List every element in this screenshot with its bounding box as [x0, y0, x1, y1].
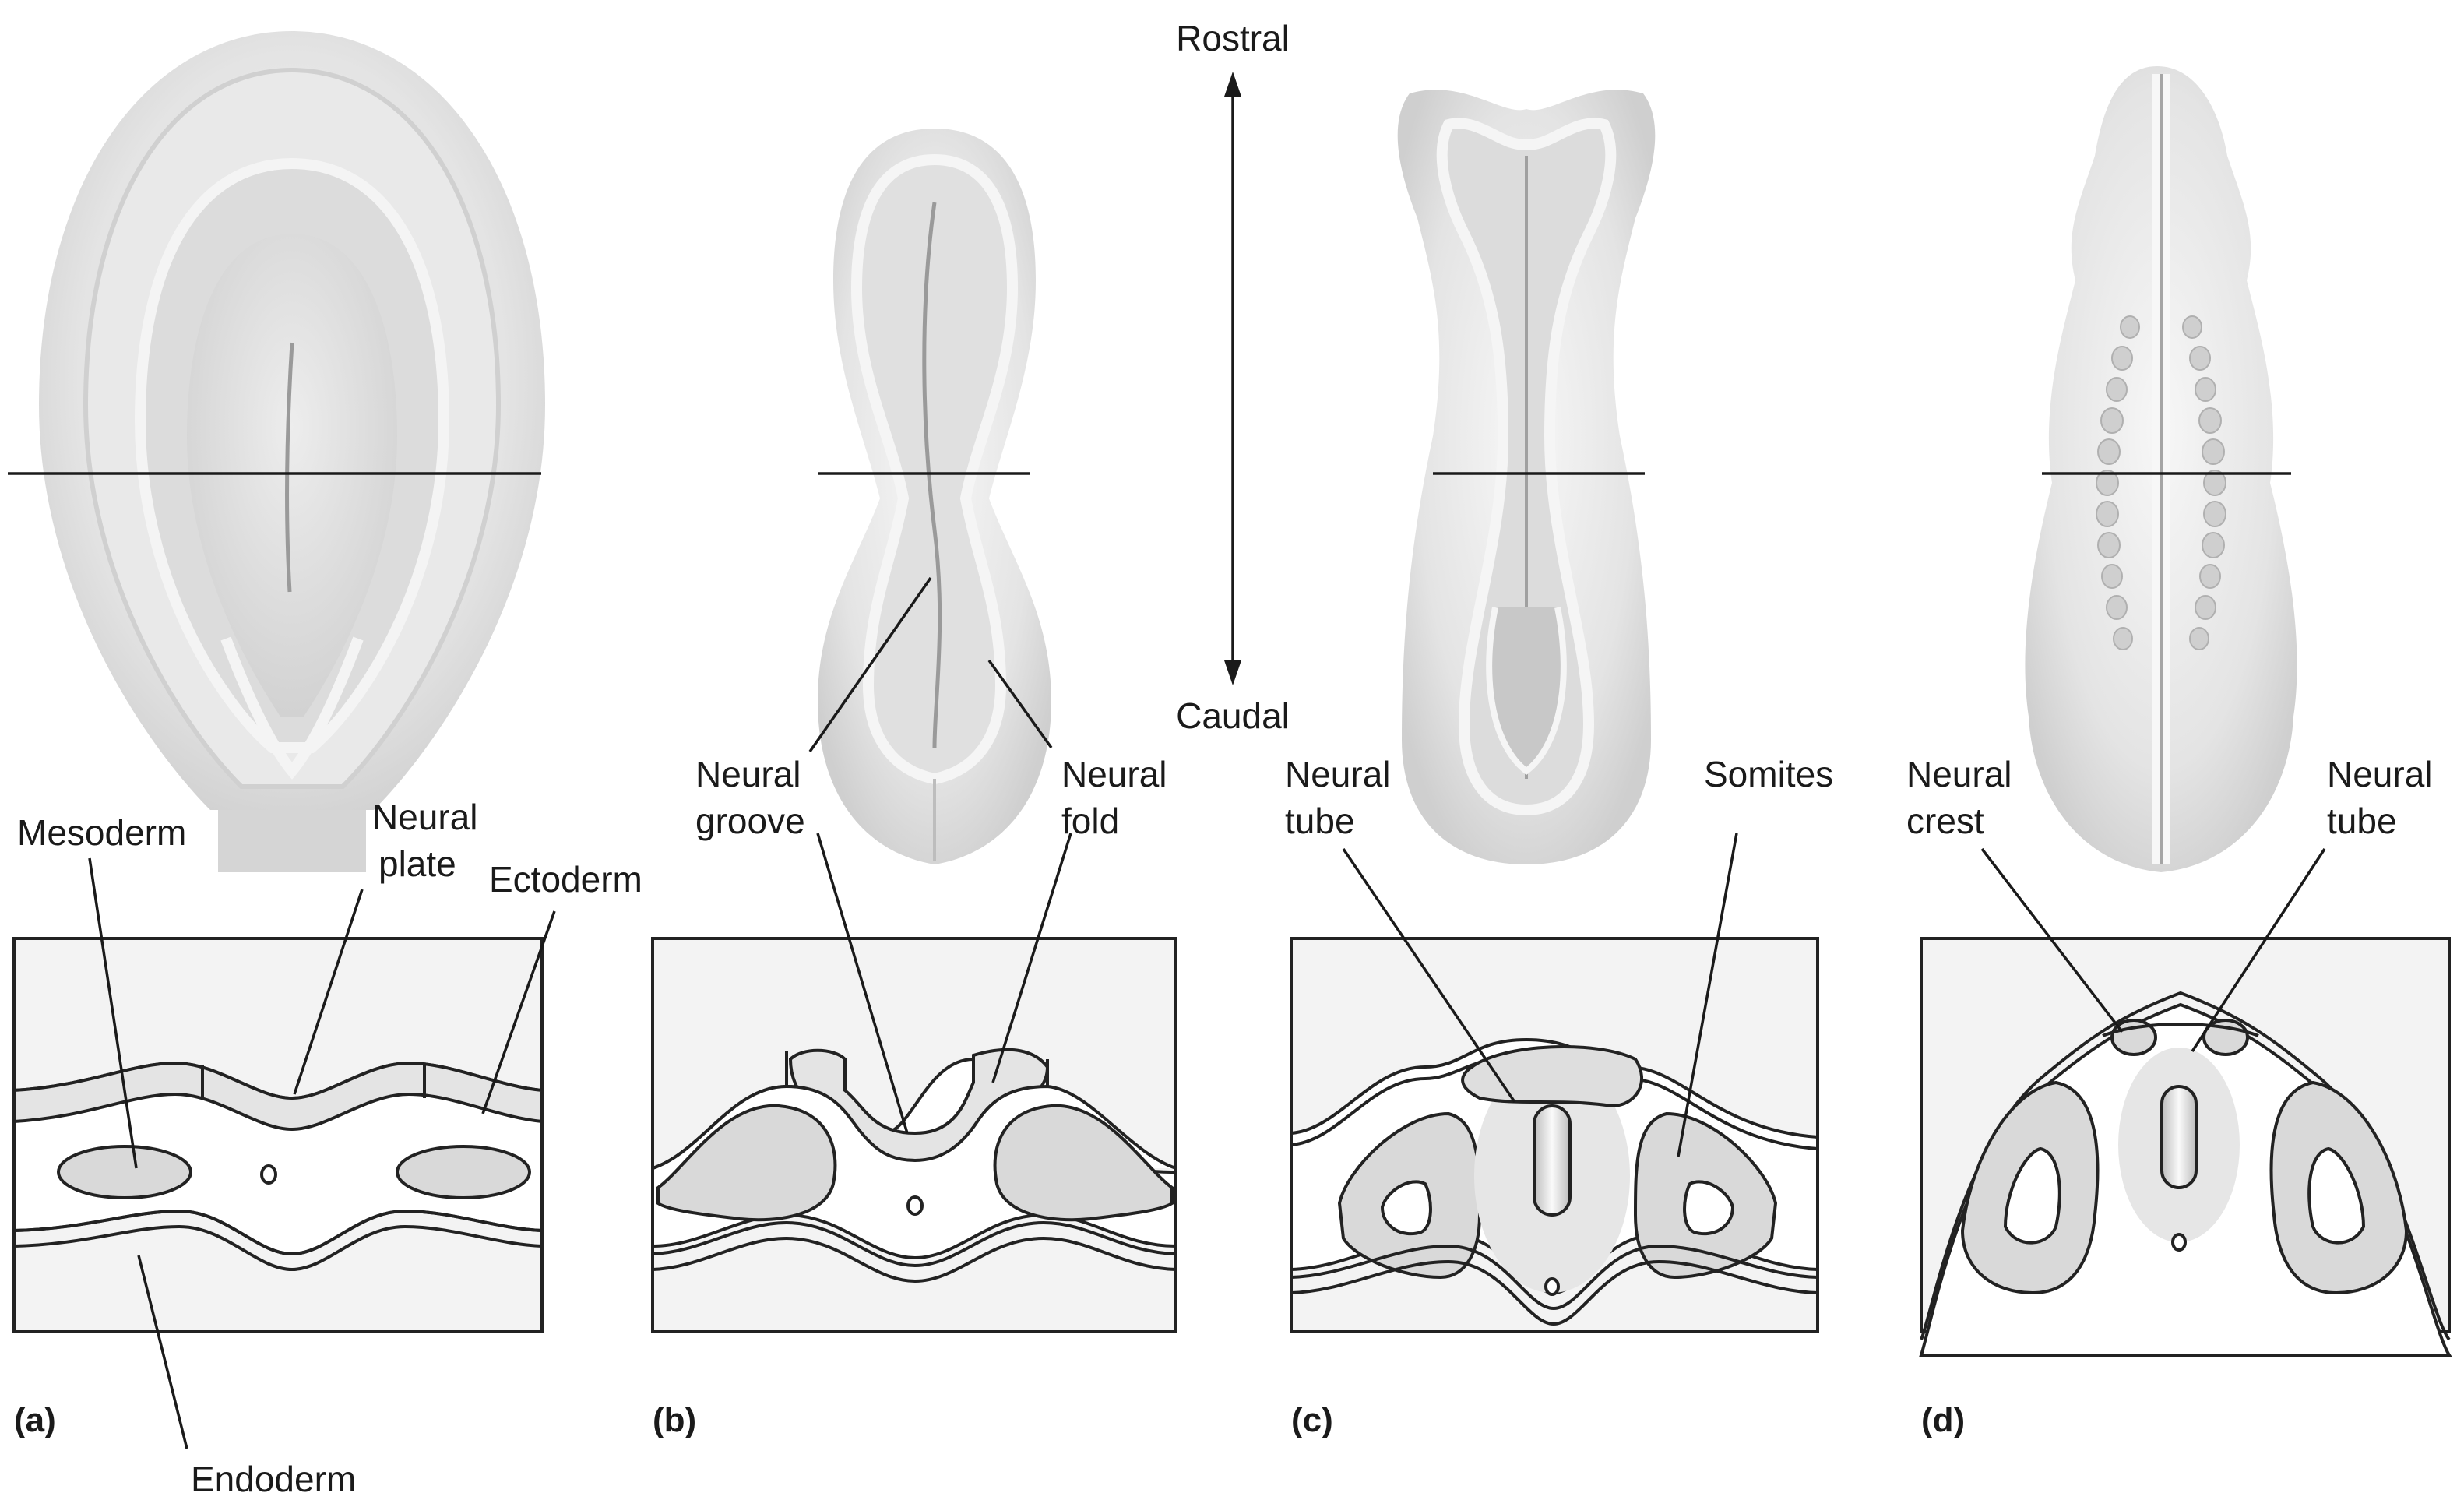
panel-a-tag: (a) — [14, 1401, 56, 1439]
rostral-caudal-axis: Rostral Caudal — [1176, 18, 1290, 736]
neural-tube-d-label-2: tube — [2327, 801, 2397, 841]
neural-plate-label-2: plate — [378, 843, 456, 884]
neural-groove-label-1: Neural — [695, 754, 801, 794]
panel-b-tag: (b) — [653, 1401, 696, 1439]
embryo-c — [1398, 90, 1656, 864]
neural-crest-label-2: crest — [1906, 801, 1984, 841]
cross-section-a: Mesoderm Neural plate Ectoderm Endoderm … — [14, 797, 642, 1499]
neural-tube-d-label-1: Neural — [2327, 754, 2433, 794]
neural-tube-c-label-1: Neural — [1285, 754, 1391, 794]
caudal-label: Caudal — [1176, 695, 1290, 736]
ectoderm-label: Ectoderm — [489, 859, 642, 900]
neural-tube-c-label-2: tube — [1285, 801, 1355, 841]
panel-c-tag: (c) — [1291, 1401, 1333, 1439]
panel-d-tag: (d) — [1921, 1401, 1965, 1439]
somites-label: Somites — [1704, 754, 1833, 794]
mesoderm-label: Mesoderm — [17, 812, 186, 853]
neural-crest-label-1: Neural — [1906, 754, 2012, 794]
neural-plate-label-1: Neural — [372, 797, 478, 837]
embryo-a — [39, 31, 545, 872]
embryo-b — [818, 129, 1051, 864]
rostral-label: Rostral — [1176, 18, 1290, 58]
embryo-d — [2025, 66, 2297, 872]
neural-fold-label-1: Neural — [1061, 754, 1167, 794]
endoderm-label: Endoderm — [191, 1459, 356, 1499]
neural-groove-label-2: groove — [695, 801, 805, 841]
neural-fold-label-2: fold — [1061, 801, 1119, 841]
